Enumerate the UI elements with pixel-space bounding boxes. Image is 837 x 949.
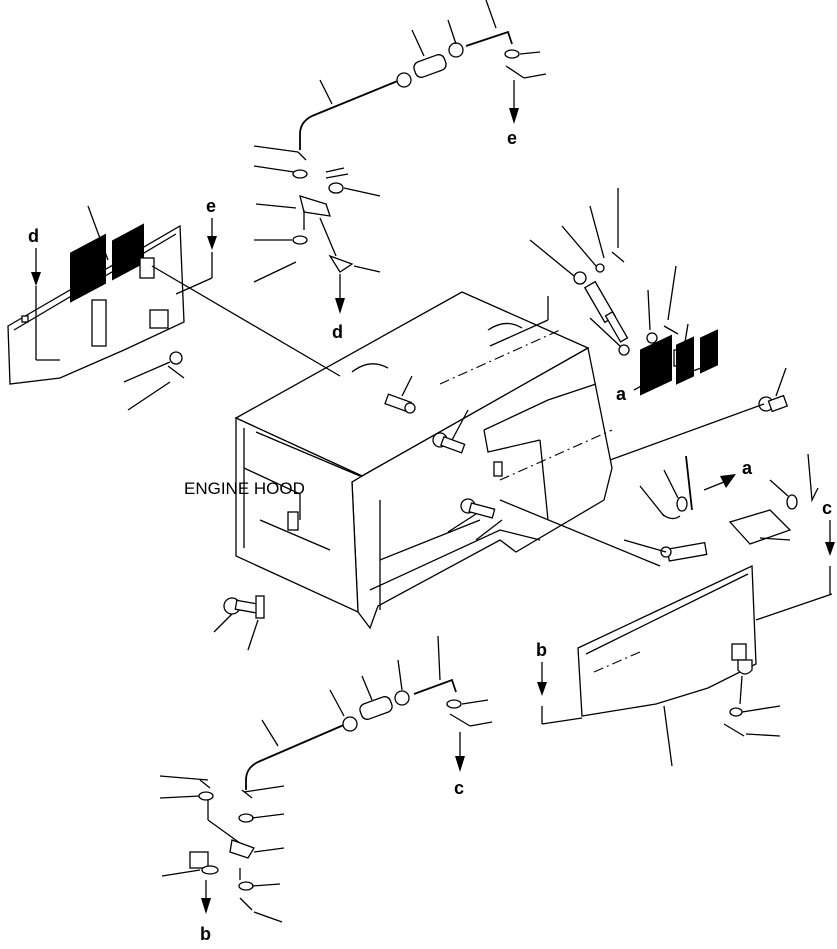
callout-c-bottom-label: c — [454, 778, 464, 798]
bolt-lower — [447, 498, 503, 541]
callout-c-right-label: c — [822, 498, 832, 518]
left-side-panel — [7, 205, 341, 411]
callout-b-right-label: b — [536, 640, 547, 660]
callout-c-right: c — [822, 498, 835, 594]
callout-b-bottom-label: b — [200, 924, 211, 944]
top-linkage — [253, 0, 547, 314]
latch-assembly — [499, 453, 819, 567]
engine-hood-label: ENGINE HOOD — [184, 479, 305, 498]
callout-e-top-label: e — [507, 128, 517, 148]
callout-b-right: b — [536, 640, 583, 725]
callout-a-top-label: a — [616, 384, 627, 404]
right-panel-grille — [640, 329, 718, 396]
callout-e-left-label: e — [206, 196, 216, 216]
callout-e-left: e — [175, 196, 217, 295]
right-front-panel — [577, 329, 833, 767]
bottom-linkage — [159, 635, 493, 923]
engine-hood — [234, 291, 613, 630]
gas-spring — [489, 188, 713, 373]
bolt-top — [384, 375, 416, 414]
bolt-right — [609, 367, 789, 461]
bolt-left-bottom — [213, 595, 265, 651]
callout-d-left: d — [28, 226, 60, 361]
callout-a-right-label: a — [742, 458, 753, 478]
left-panel-grille — [70, 223, 144, 347]
callout-a-right: a — [703, 458, 753, 491]
hood-bolts — [213, 367, 789, 651]
callout-d-left-label: d — [28, 226, 39, 246]
callout-d-top-label: d — [332, 322, 343, 342]
bolt-middle — [432, 409, 469, 454]
